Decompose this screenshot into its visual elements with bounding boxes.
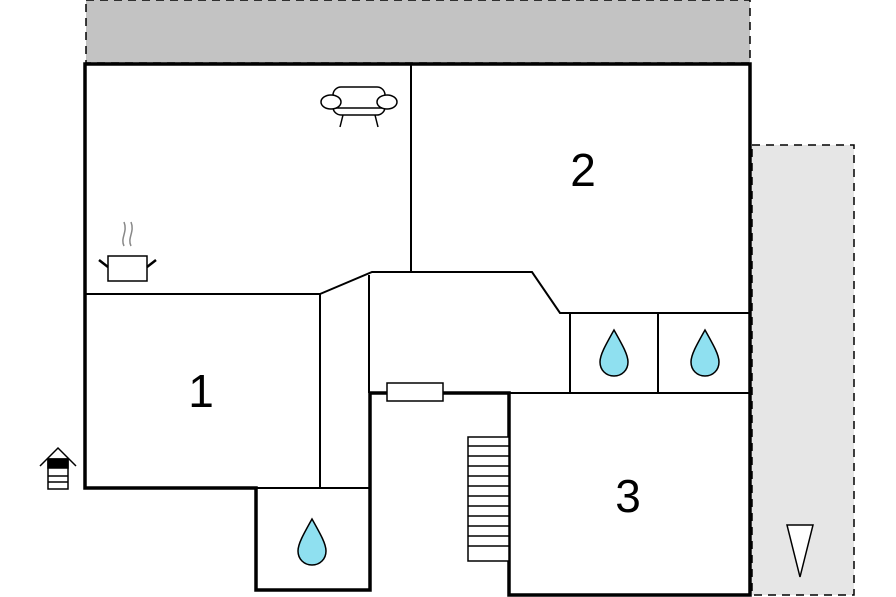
entrance-icon [39,446,77,490]
room-label-1: 1 [188,365,214,417]
cooking-pot-icon [98,221,157,282]
interior-walls [85,64,750,489]
north-arrow-icon [786,524,814,578]
stairs-icon [467,436,510,562]
water-drop-icon [690,328,720,377]
sofa-icon [320,86,398,128]
room-label-2: 2 [570,144,596,196]
terrace-top [85,0,751,64]
water-drop-icon [297,517,327,566]
door-icon [386,382,444,402]
room-label-3: 3 [615,470,641,522]
terrace-right [751,144,855,596]
water-drop-icon [599,328,629,377]
outer-wall [83,62,752,597]
